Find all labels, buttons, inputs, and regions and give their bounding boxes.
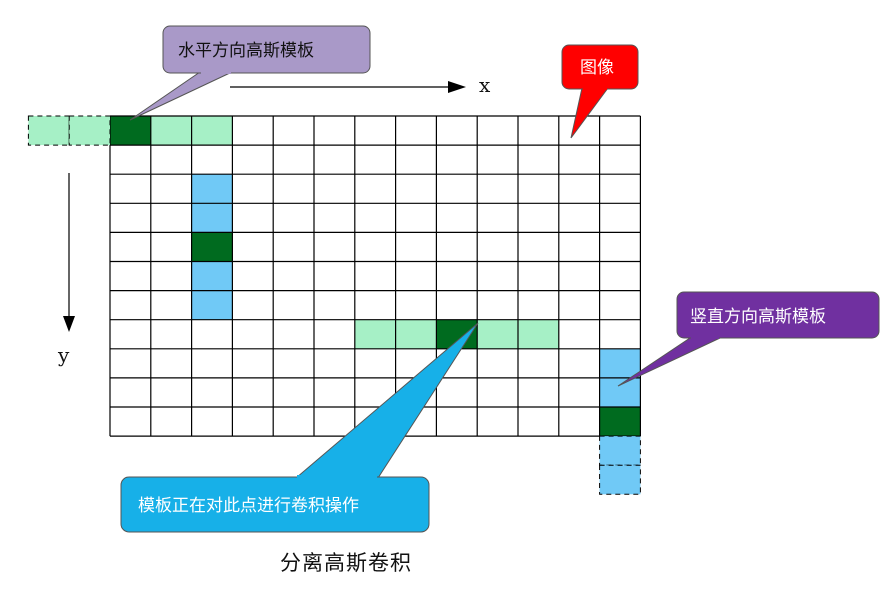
top-kernel-center-cell <box>110 116 151 146</box>
vertical-kernel-cell <box>191 174 233 204</box>
image-callout: 图像 <box>561 44 639 139</box>
convolving-callout: 模板正在对此点进行卷积操作 <box>120 322 479 533</box>
right-kernel-cell-outside <box>599 435 641 466</box>
top-kernel-cell-outside <box>27 115 70 146</box>
horizontal-kernel-cell <box>354 319 396 349</box>
horizontal-kernel-callout-text: 水平方向高斯模板 <box>178 41 314 61</box>
y-axis: y <box>57 173 75 367</box>
horizontal-kernel-callout: 水平方向高斯模板 <box>129 25 371 121</box>
vertical-kernel-cell <box>191 290 233 320</box>
y-axis-label: y <box>57 343 70 367</box>
horizontal-kernel-cell <box>518 319 559 349</box>
right-kernel-cell <box>599 377 641 407</box>
right-kernel-center-cell <box>599 407 641 437</box>
vertical-kernel-center-cell <box>191 232 233 262</box>
convolving-callout-text: 模板正在对此点进行卷积操作 <box>138 496 359 516</box>
x-axis: x <box>230 73 491 97</box>
vertical-kernel-callout: 竖直方向高斯模板 <box>617 291 880 387</box>
image-callout-pointer <box>570 87 609 139</box>
horizontal-kernel-callout-pointer <box>129 71 233 121</box>
horizontal-kernel-callout-box <box>162 25 371 74</box>
right-kernel-cell <box>599 348 641 378</box>
image-callout-text: 图像 <box>580 58 614 78</box>
horizontal-kernel-cell <box>395 319 437 349</box>
vertical-kernel-cell <box>191 261 233 291</box>
image-grid <box>109 115 642 437</box>
right-kernel-cell-outside <box>599 464 641 495</box>
vertical-kernel-cell <box>191 203 233 233</box>
top-kernel-cell <box>150 116 192 146</box>
x-axis-arrowhead <box>448 81 466 93</box>
figure-caption: 分离高斯卷积 <box>280 551 412 575</box>
y-axis-arrowhead <box>63 316 75 332</box>
kernel-cells <box>110 116 641 437</box>
top-kernel-cell-outside <box>68 115 111 146</box>
convolving-callout-box <box>120 476 430 533</box>
vertical-kernel-callout-box <box>676 291 880 339</box>
horizontal-kernel-cell <box>477 319 518 349</box>
x-axis-label: x <box>479 73 491 97</box>
kernel-cells-outside-image <box>27 115 641 495</box>
vertical-kernel-callout-text: 竖直方向高斯模板 <box>690 307 826 327</box>
top-kernel-cell <box>191 116 233 146</box>
